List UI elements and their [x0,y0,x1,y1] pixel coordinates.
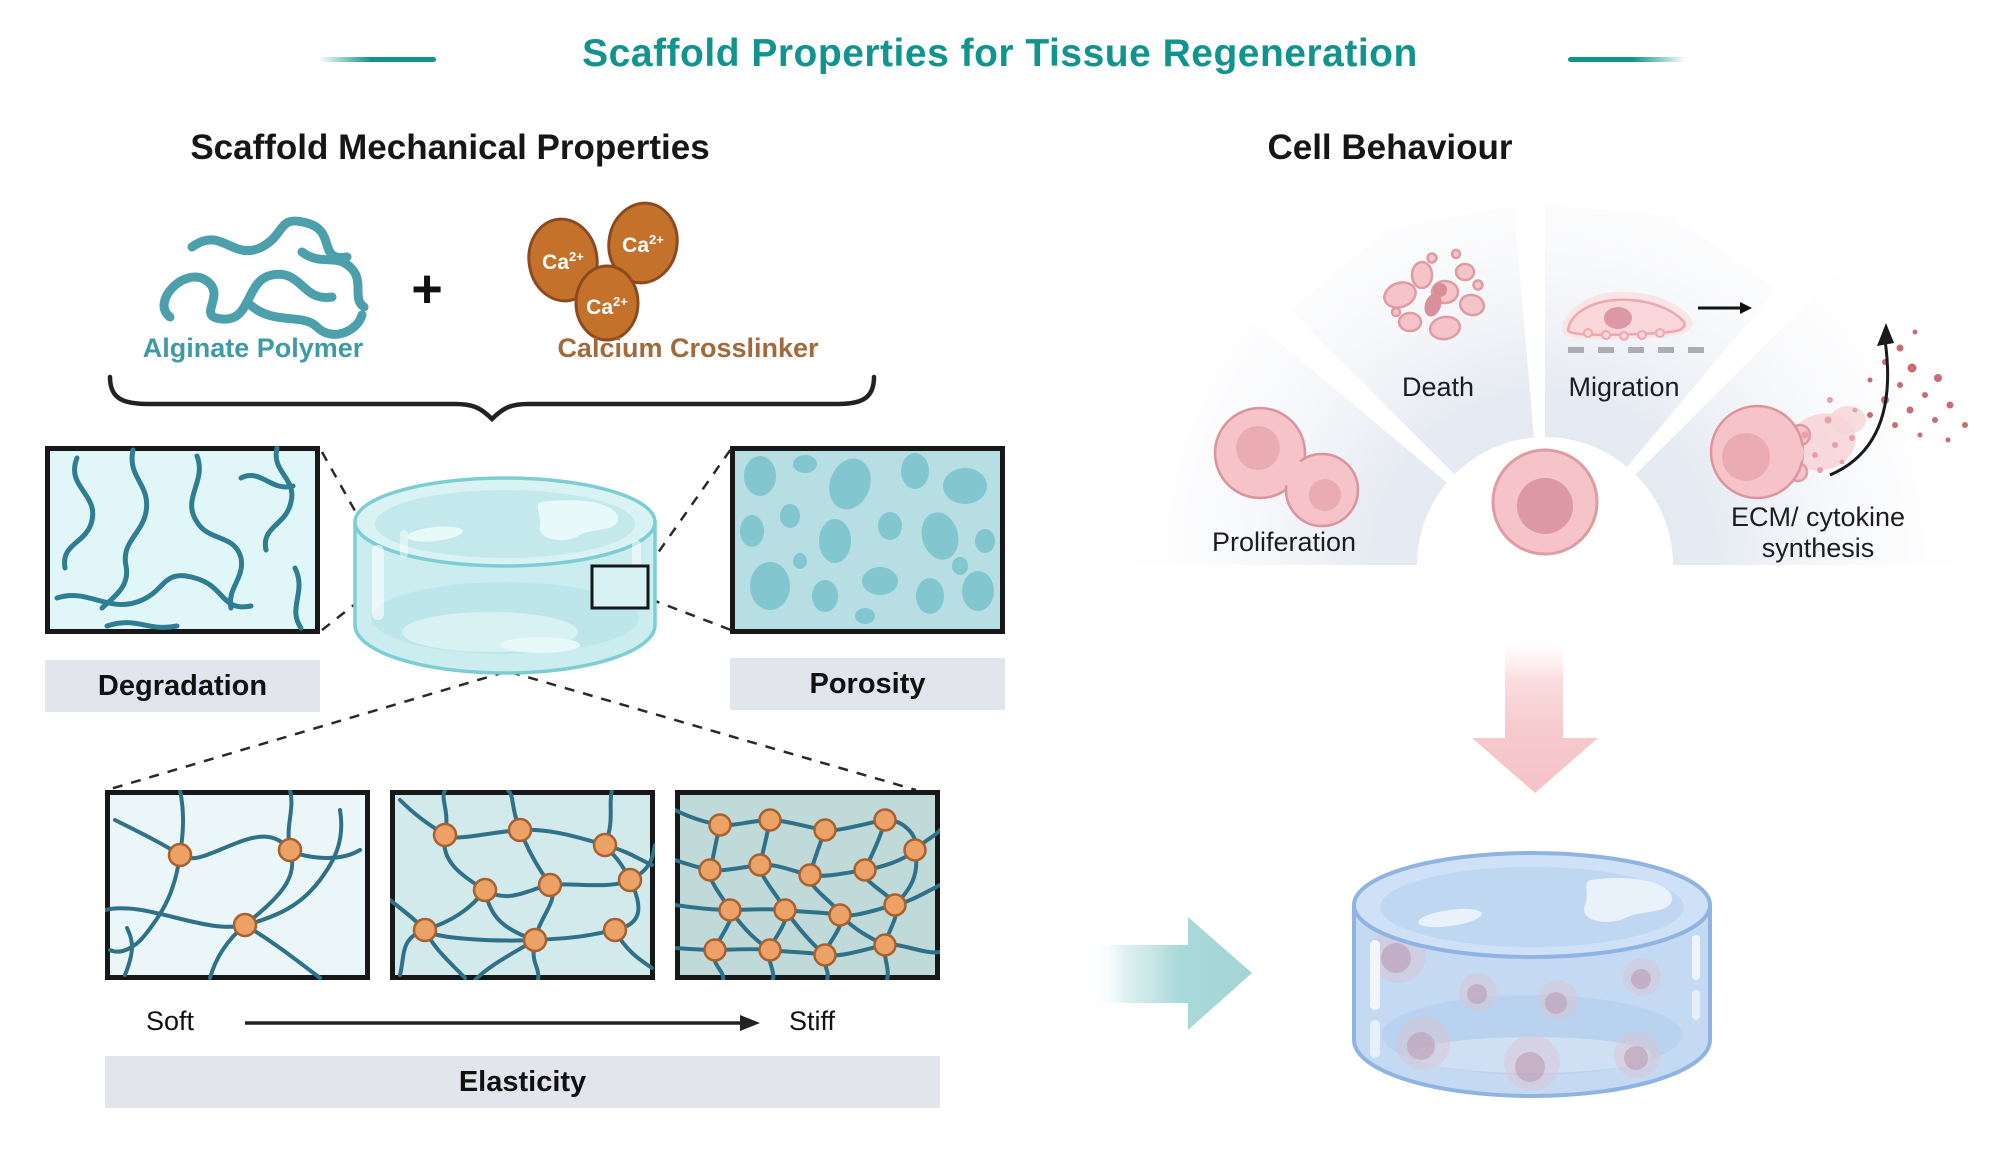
ca-ion-label: Ca2+ [586,294,628,319]
porosity-label: Porosity [730,658,1005,710]
elasticity-panel-stiff [675,790,940,980]
soft-label: Soft [145,1006,195,1036]
right-section-heading: Cell Behaviour [1267,128,1513,167]
proliferating-cell-icon [1213,406,1360,528]
ecm-label-line2: synthesis [1761,533,1875,563]
plus-sign: + [411,259,443,319]
proliferation-label: Proliferation [1211,527,1357,557]
ecm-label-line1: ECM/ cytokine [1730,502,1906,532]
scaffold-cylinder-graphic [353,476,657,675]
degradation-label: Degradation [45,660,320,712]
ca-ion-label: Ca2+ [542,249,584,274]
cell-behaviour-fan [1100,205,1990,590]
left-section-heading: Scaffold Mechanical Properties [190,128,710,167]
elasticity-panel-medium [390,790,655,980]
central-cell-icon [1491,448,1599,556]
calcium-crosslinker-label: Calcium Crosslinker [557,333,819,363]
ecm-secreting-cell-icon [1709,323,1968,500]
pink-down-arrow [1472,640,1598,793]
death-label: Death [1401,372,1475,402]
elasticity-label: Elasticity [105,1056,940,1108]
porosity-panel [730,446,1005,634]
migrating-cell-icon [1562,291,1752,353]
title-rule-right [1568,57,1686,62]
migration-label: Migration [1568,372,1680,402]
alginate-polymer-icon [159,216,369,339]
calcium-ions-icon [527,201,679,342]
cell-laden-scaffold-graphic [1352,851,1712,1098]
teal-right-arrow [1090,917,1252,1030]
ca-ion-label: Ca2+ [622,232,664,257]
page-title: Scaffold Properties for Tissue Regenerat… [582,32,1418,75]
degradation-panel [45,446,320,634]
title-rule-left [318,57,436,62]
embedded-cells [1370,927,1661,1091]
zoom-region-square [590,564,650,610]
brace [107,374,877,423]
ecm-synthesis-label: ECM/ cytokine synthesis [1678,502,1958,564]
stiff-label: Stiff [788,1006,836,1036]
apoptotic-cell-icon [1383,248,1486,341]
alginate-polymer-label: Alginate Polymer [142,333,364,363]
soft-stiff-arrow [245,1015,760,1031]
elasticity-panel-soft [105,790,370,980]
